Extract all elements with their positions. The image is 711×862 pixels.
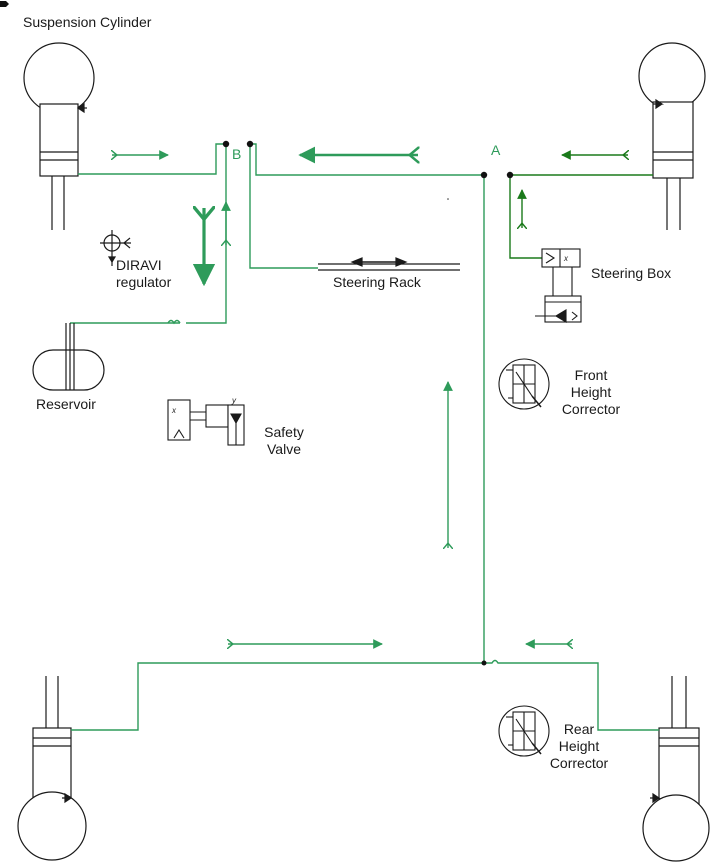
junction-dots (222, 140, 514, 666)
steering-rack-label: Steering Rack (333, 274, 421, 290)
rear-right-suspension-cylinder (642, 676, 710, 862)
flow-arrows-dark (522, 155, 628, 228)
rear-height-corrector-icon (498, 705, 550, 757)
stray-dot (447, 198, 449, 200)
front-height-corrector-label: Front Height Corrector (554, 367, 628, 418)
rear-height-label-line2: Height (558, 738, 600, 754)
corner-mark-icon (0, 1, 9, 7)
front-right-suspension-cylinder (638, 42, 706, 230)
safety-valve-port-x: x (171, 406, 177, 415)
reservoir-label: Reservoir (36, 396, 96, 412)
steering-box-label: Steering Box (591, 265, 672, 281)
point-a-label: A (491, 142, 501, 158)
rear-height-corrector-label: Rear Height Corrector (542, 721, 616, 772)
safety-valve-label: Safety Valve (258, 424, 310, 458)
steering-box-icon: x (535, 248, 582, 323)
steering-rack (318, 257, 460, 271)
flow-arrows (112, 155, 572, 644)
front-left-suspension-cylinder (23, 42, 95, 230)
diravi-regulator-icon (100, 230, 131, 266)
safety-valve-label-line1: Safety (264, 424, 304, 440)
safety-valve-port-y: y (231, 396, 237, 405)
safety-valve-label-line2: Valve (267, 441, 301, 457)
safety-valve-icon: x y (167, 396, 245, 446)
front-height-corrector-icon (498, 358, 550, 410)
diravi-label-line1: DIRAVI (116, 257, 162, 273)
diravi-regulator-label: DIRAVI regulator (116, 257, 171, 291)
point-b-label: B (232, 146, 242, 162)
front-height-label-line1: Front (574, 367, 608, 383)
front-height-label-line2: Height (570, 384, 612, 400)
rear-left-suspension-cylinder (17, 676, 87, 861)
steering-box-port-x: x (563, 254, 569, 263)
reservoir-icon (32, 323, 105, 391)
rear-height-label-line1: Rear (563, 721, 595, 737)
diravi-label-line2: regulator (116, 274, 172, 290)
steering-box-pipes (509, 174, 653, 259)
suspension-cylinder-label: Suspension Cylinder (23, 14, 152, 30)
front-height-label-line3: Corrector (561, 401, 621, 417)
hydraulic-pipes (70, 143, 659, 731)
rear-height-label-line3: Corrector (549, 755, 609, 771)
